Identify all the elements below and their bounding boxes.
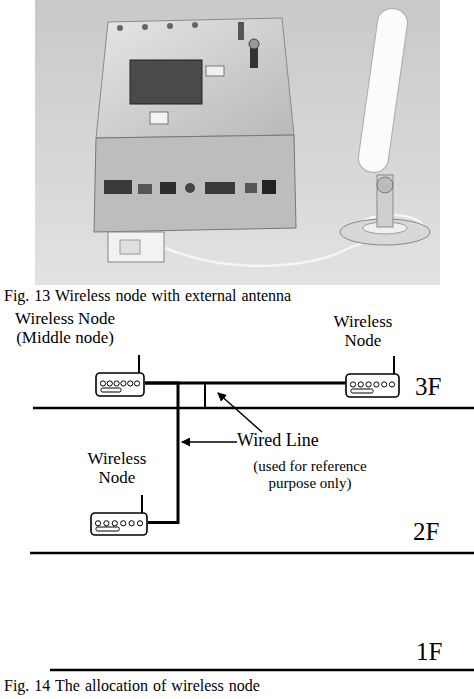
router-icon xyxy=(345,370,400,398)
node-heading: Wireless Node xyxy=(323,312,403,350)
leader-arrow xyxy=(218,393,262,432)
device-photo xyxy=(0,0,474,290)
node-heading: Wireless Node (Middle node) xyxy=(0,309,135,347)
node-heading: Wireless Node xyxy=(77,449,157,487)
wireless-node: Wireless Node (Middle node) xyxy=(95,369,145,397)
wireless-node: Wireless Node xyxy=(90,509,148,536)
leader-arrow xyxy=(182,441,237,443)
floor-line xyxy=(50,669,474,672)
floor-line xyxy=(30,552,474,555)
wired-line xyxy=(145,383,345,384)
floor-label: 3F xyxy=(415,373,465,402)
wired-line xyxy=(145,383,178,523)
floor-line xyxy=(33,407,474,410)
figure-caption: Fig. 14 The allocation of wireless node xyxy=(4,677,474,695)
wireless-node: Wireless Node xyxy=(345,370,400,398)
floor-label: 1F xyxy=(416,638,466,667)
floor-label: 2F xyxy=(413,518,463,547)
wire-stub xyxy=(204,384,206,408)
wire-label: Wired Line xyxy=(237,430,347,451)
router-icon xyxy=(90,509,148,536)
router-icon xyxy=(95,369,145,397)
wire-note: (used for reference purpose only) xyxy=(240,458,380,493)
figure-caption: Fig. 13 Wireless node with external ante… xyxy=(4,287,474,305)
